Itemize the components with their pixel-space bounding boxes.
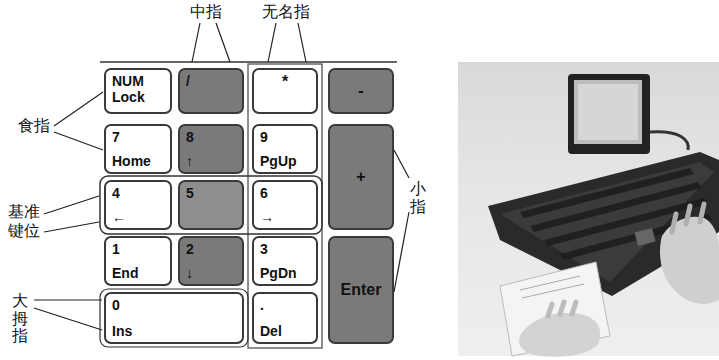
- keypad-key: 9PgUp: [252, 124, 318, 174]
- finger-label: 无名指: [262, 2, 310, 21]
- key-text: 0: [112, 297, 120, 313]
- key-text: →: [260, 209, 274, 225]
- key-text: Del: [260, 323, 282, 339]
- keypad-key: 5: [178, 180, 244, 230]
- key-text: ↑: [186, 153, 193, 169]
- key-text: 8: [186, 129, 194, 145]
- key-text: 1: [112, 241, 120, 257]
- finger-label: 中指: [190, 2, 222, 21]
- home-row-outline: [100, 176, 322, 234]
- keypad-key: 1End: [104, 236, 172, 286]
- top-rule: [100, 61, 397, 63]
- key-text: ←: [112, 209, 126, 225]
- keypad-key: 8↑: [178, 124, 244, 174]
- finger-label: 小指: [410, 180, 426, 215]
- key-text: PgUp: [260, 153, 297, 169]
- keypad-key: 7Home: [104, 124, 172, 174]
- keypad-key: . Del: [252, 292, 318, 344]
- key-text: Home: [112, 153, 151, 169]
- key-text: 2: [186, 241, 194, 257]
- finger-label: 食指: [18, 116, 50, 135]
- thumb-outline: [100, 289, 248, 347]
- key-text: 3: [260, 241, 268, 257]
- keypad-key: *: [252, 68, 318, 114]
- keypad-key: 6→: [252, 180, 318, 230]
- key-text: /: [186, 73, 190, 89]
- key-text: PgDn: [260, 265, 297, 281]
- key-text: -: [358, 82, 363, 100]
- key-text: End: [112, 265, 138, 281]
- keypad-key: -: [328, 68, 394, 114]
- key-text: .: [260, 297, 264, 313]
- key-text: NUM Lock: [112, 73, 158, 105]
- column-outline: [248, 64, 322, 348]
- key-text: 5: [186, 185, 194, 201]
- leader-lines: [34, 23, 409, 330]
- keypad-key: 2↓: [178, 236, 244, 286]
- keypad-key: 0Ins: [104, 292, 244, 344]
- keypad-key: 3PgDn: [252, 236, 318, 286]
- key-text: 9: [260, 129, 268, 145]
- key-text: 7: [112, 129, 120, 145]
- keypad-key: Enter: [328, 236, 394, 344]
- key-text: *: [282, 73, 288, 91]
- photo: [458, 62, 719, 357]
- key-text: ↓: [186, 265, 193, 281]
- keypad-key: +: [328, 124, 394, 230]
- keypad-key: NUM Lock: [104, 68, 172, 114]
- key-text: 4: [112, 185, 120, 201]
- finger-label: 大拇指: [12, 292, 28, 345]
- key-text: Enter: [341, 281, 382, 299]
- key-text: Ins: [112, 323, 132, 339]
- keypad-key: /: [178, 68, 244, 114]
- keypad-key: 4←: [104, 180, 172, 230]
- key-text: +: [356, 168, 365, 186]
- key-text: 6: [260, 185, 268, 201]
- finger-label: 基准键位: [8, 202, 40, 240]
